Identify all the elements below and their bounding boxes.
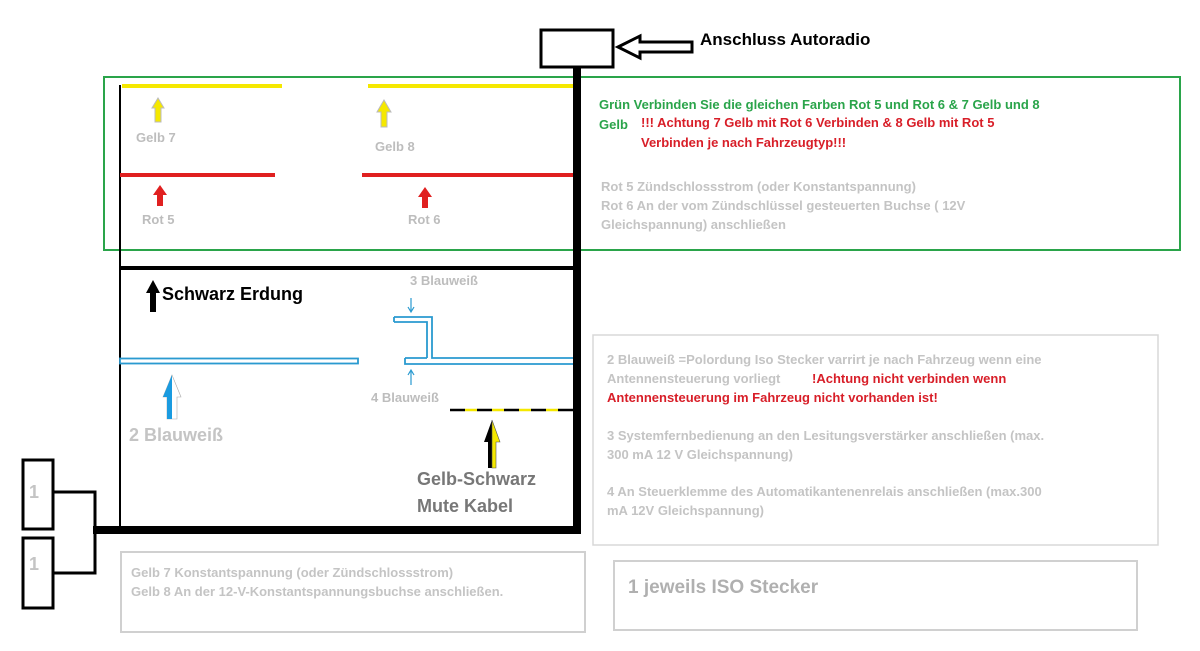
iso-stecker-note: 1 jeweils ISO Stecker xyxy=(628,577,819,598)
note-warning: !Achtung nicht verbinden wenn xyxy=(812,371,1006,386)
note-line: 2 Blauweiß =Polordung Iso Stecker varrir… xyxy=(607,352,1042,367)
green-note-line2: Gelb xyxy=(599,117,628,132)
label-gelb-schwarz: Gelb-Schwarz xyxy=(417,469,536,489)
right-notes-box xyxy=(592,334,1159,546)
iso-connector-1 xyxy=(21,458,55,531)
note-line: Gelb 8 An der 12-V-Konstantspannungsbuch… xyxy=(131,584,503,599)
bottom-right-note-box xyxy=(613,560,1138,631)
yellow-arrow-icon xyxy=(376,99,392,128)
red-note-line1: !!! Achtung 7 Gelb mit Rot 6 Verbinden &… xyxy=(641,115,994,130)
label-gelb7: Gelb 7 xyxy=(136,130,176,145)
left-arrow-icon xyxy=(614,33,694,61)
label-rot5: Rot 5 xyxy=(142,212,175,227)
label-blauweiss-3: 3 Blauweiß xyxy=(410,273,478,288)
connector-wire xyxy=(53,490,97,575)
label-blauweiss-4: 4 Blauweiß xyxy=(371,390,439,405)
label-mute-kabel: Mute Kabel xyxy=(417,496,513,516)
yellow-black-arrow-icon xyxy=(484,420,492,468)
connector-label: 1 xyxy=(29,482,39,502)
rot-note-line1: Rot 5 Zündschlossstrom (oder Konstantspa… xyxy=(601,179,916,194)
yellow-black-arrow-half xyxy=(491,419,501,469)
bottom-left-note-box xyxy=(120,551,586,633)
connector-label: 1 xyxy=(29,554,39,574)
note-line: Antennensteuerung vorliegt xyxy=(607,371,781,386)
note-line: mA 12V Gleichspannung) xyxy=(607,503,764,518)
red-arrow-icon xyxy=(418,187,432,208)
blue-wire-2 xyxy=(119,357,359,365)
label-rot6: Rot 6 xyxy=(408,212,441,227)
small-up-arrow-icon xyxy=(407,368,415,385)
rot-note-line2: Rot 6 An der vom Zündschlüssel gesteuert… xyxy=(601,198,966,213)
note-line: 4 An Steuerklemme des Automatikantenenre… xyxy=(607,484,1042,499)
note-line: 3 Systemfernbedienung an den Lesitungsve… xyxy=(607,428,1044,443)
note-line: Gelb 7 Konstantspannung (oder Zündschlos… xyxy=(131,565,453,580)
label-schwarz-erdung: Schwarz Erdung xyxy=(162,284,303,304)
small-down-arrow-icon xyxy=(407,298,415,314)
label-gelb8: Gelb 8 xyxy=(375,139,415,154)
label-blauweiss-2: 2 Blauweiß xyxy=(129,425,223,445)
red-note-line2: Verbinden je nach Fahrzeugtyp!!! xyxy=(641,135,846,150)
header-title: Anschluss Autoradio xyxy=(700,30,870,49)
blue-arrow-left-half xyxy=(163,375,172,419)
yellow-arrow-icon xyxy=(151,97,165,123)
note-line: 300 mA 12 V Gleichspannung) xyxy=(607,447,793,462)
red-arrow-icon xyxy=(153,185,167,206)
rot-note-line3: Gleichspannung) anschließen xyxy=(601,217,786,232)
blue-wire-3-4 xyxy=(393,316,573,365)
black-arrow-icon xyxy=(146,280,160,312)
green-note-line1: Grün Verbinden Sie die gleichen Farben R… xyxy=(599,97,1040,112)
green-section-box xyxy=(103,76,1181,251)
iso-connector-2 xyxy=(21,536,55,610)
note-warning: Antennensteuerung im Fahrzeug nicht vorh… xyxy=(607,390,938,405)
autoradio-box xyxy=(539,28,615,69)
